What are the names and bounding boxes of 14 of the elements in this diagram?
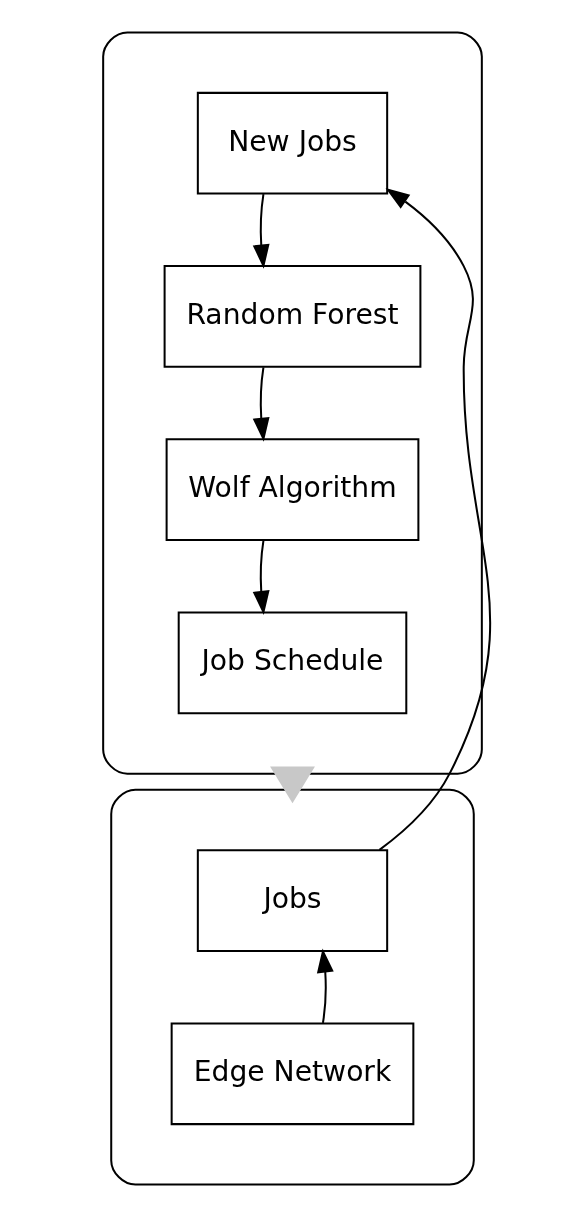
node-box: Edge Network bbox=[170, 1022, 414, 1126]
arrow bbox=[252, 367, 270, 442]
arrow bbox=[269, 766, 315, 804]
arrow bbox=[252, 194, 270, 269]
cluster bbox=[109, 788, 475, 1186]
node-box: Job Schedule bbox=[177, 611, 407, 715]
node-box: Wolf Algorithm bbox=[165, 438, 419, 542]
node-box: Random Forest bbox=[163, 265, 421, 368]
arrow bbox=[316, 948, 334, 1024]
node-box: New Jobs bbox=[196, 91, 388, 195]
arrow bbox=[252, 540, 270, 616]
node-box: Jobs bbox=[196, 849, 388, 952]
cluster bbox=[101, 31, 483, 775]
arrow bbox=[378, 188, 491, 851]
